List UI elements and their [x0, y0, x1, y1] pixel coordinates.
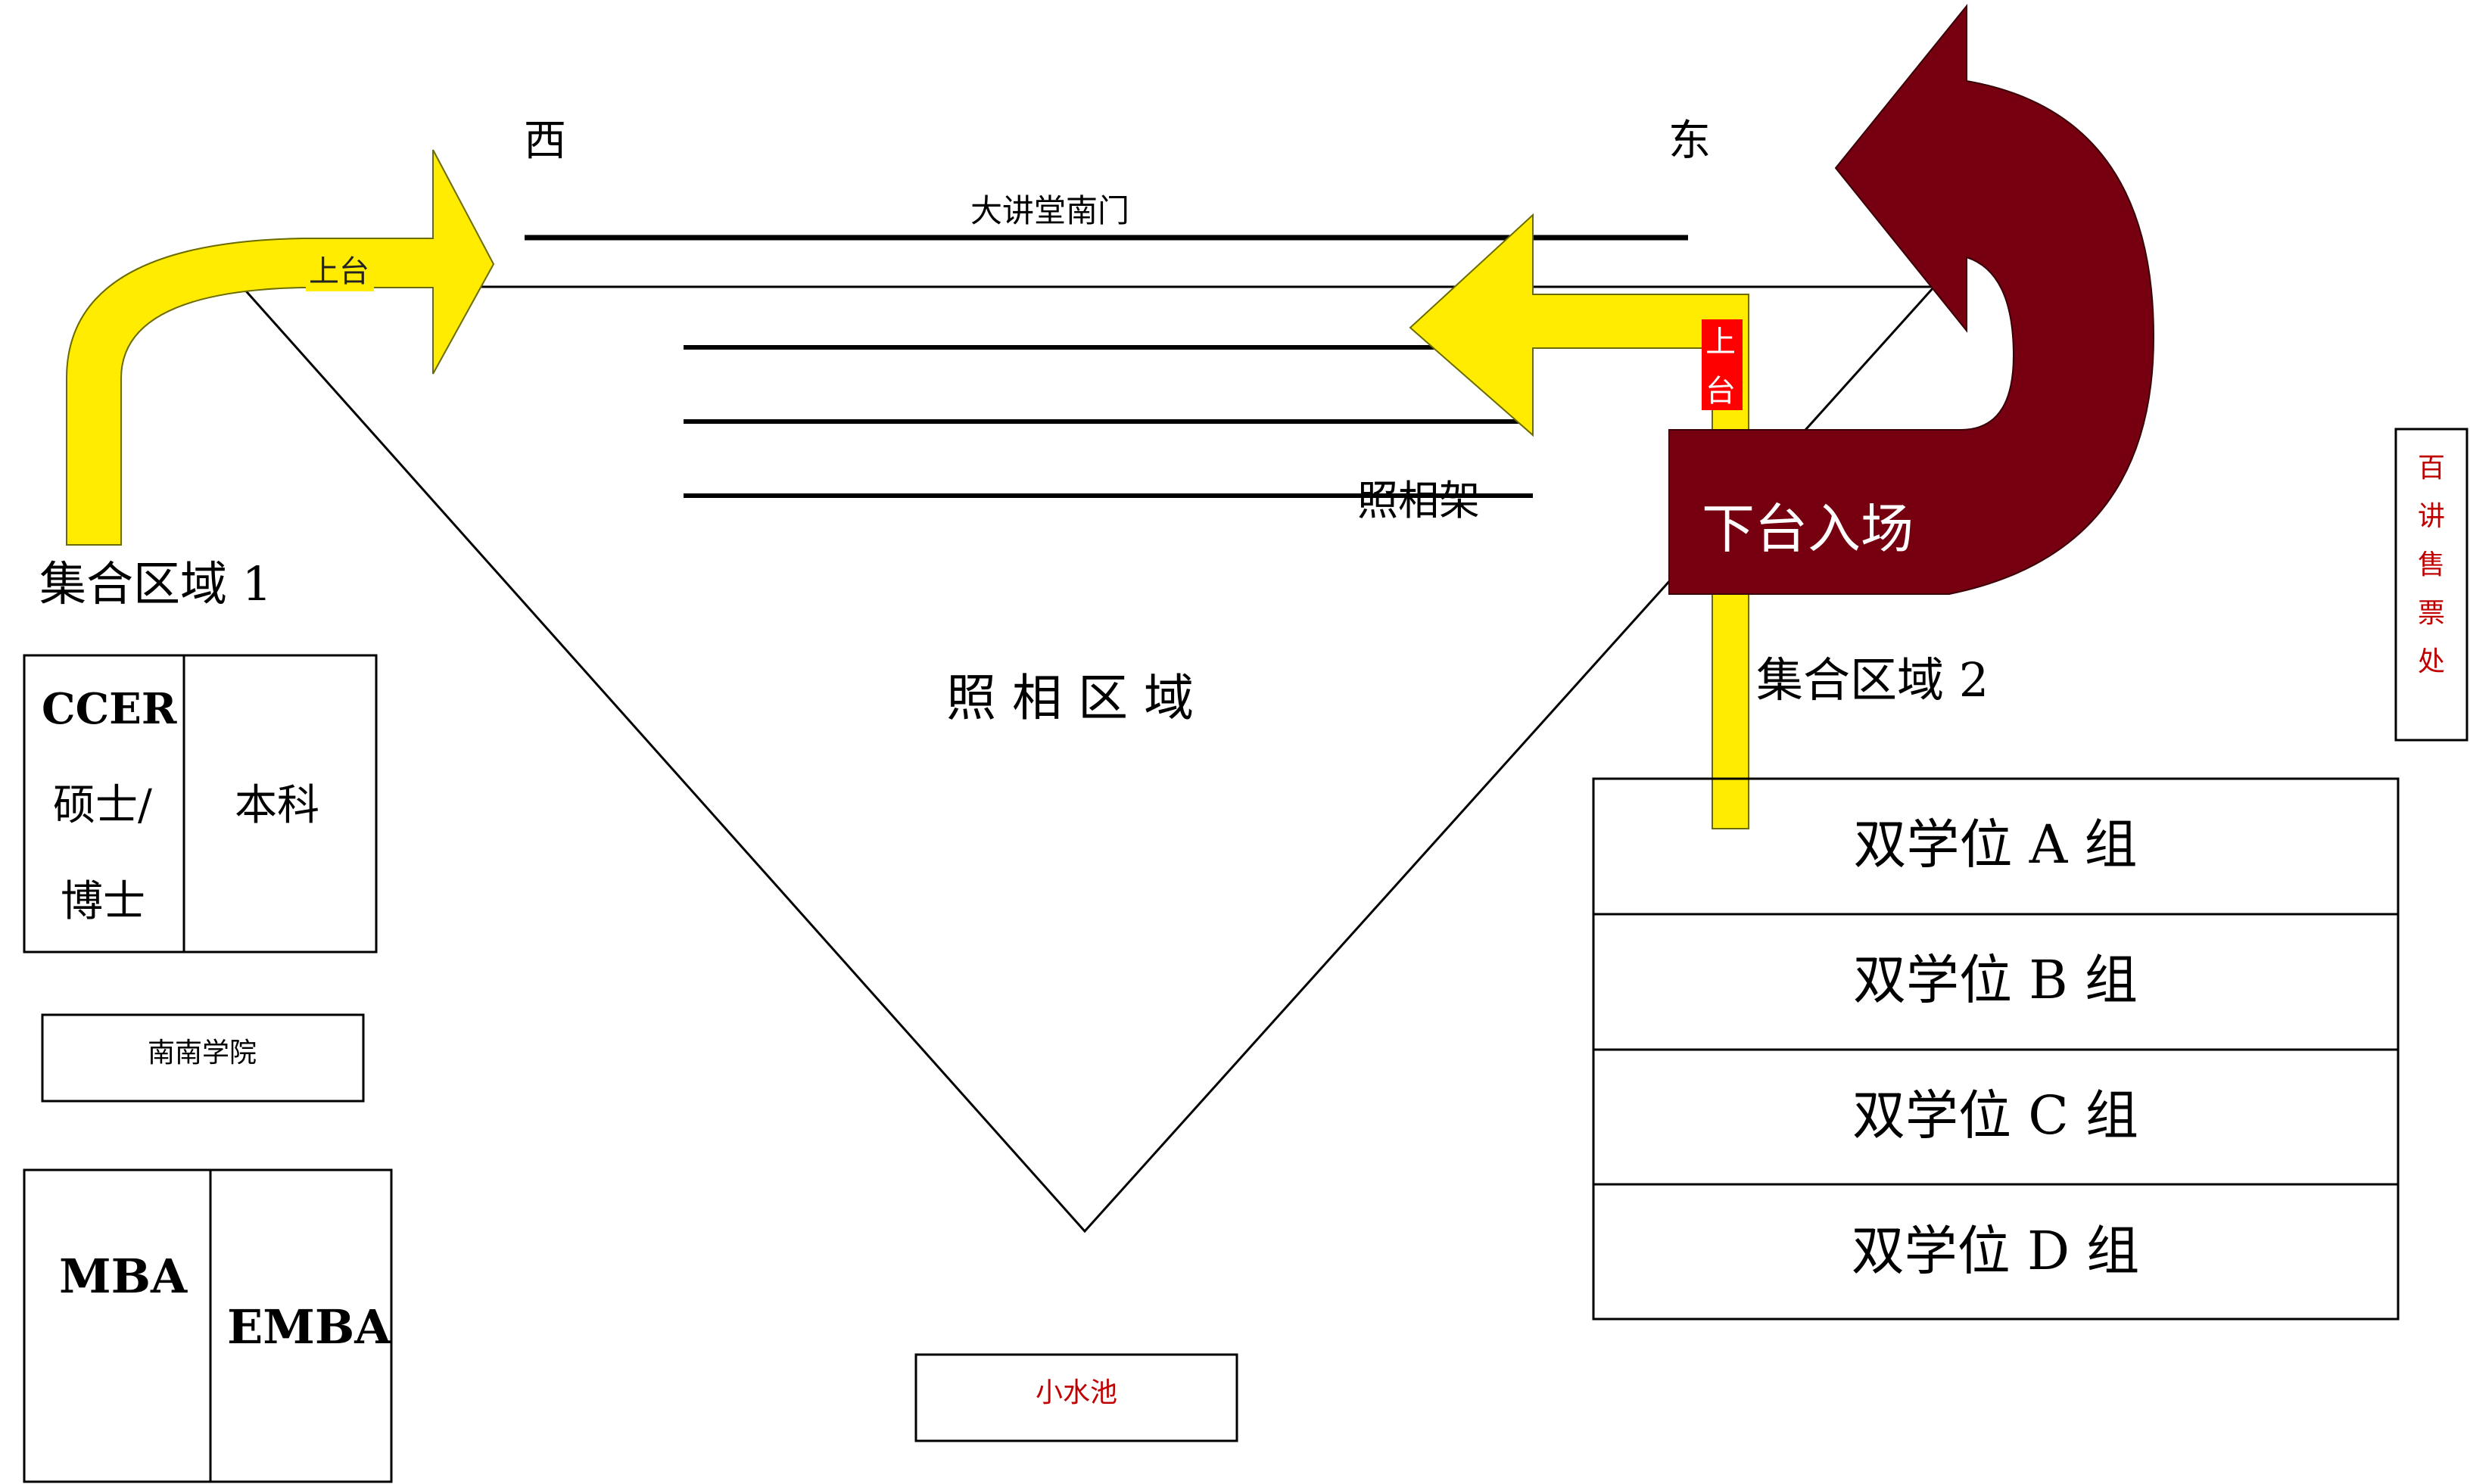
photo-area-label: 照 相 区 域 [946, 669, 1194, 727]
stage-up-tag-2-top: 上 [1705, 325, 1736, 359]
double-degree-d: 双学位 D 组 [1852, 1220, 2140, 1282]
exit-label: 下台入场 [1702, 498, 1914, 560]
ticket-office-char-2: 讲 [2418, 501, 2445, 532]
exit-uturn-arrow [1668, 4, 2155, 595]
ccer-sub-1: 硕士/ [53, 781, 152, 830]
gate-label: 大讲堂南门 [970, 192, 1129, 229]
ccer-label: CCER [42, 684, 177, 734]
mba-box [23, 1168, 393, 1483]
nannan-label: 南南学院 [148, 1038, 257, 1069]
double-degree-a: 双学位 A 组 [1853, 814, 2137, 876]
double-degree-c: 双学位 C 组 [1852, 1084, 2138, 1146]
east-label: 东 [1668, 117, 1711, 166]
stage-up-tag-2-bg [1702, 319, 1743, 410]
pond-label: 小水池 [1036, 1377, 1117, 1408]
ticket-office-char-3: 售 [2418, 549, 2445, 580]
photo-area-triangle [239, 285, 1937, 1234]
gather-area-2-label: 集合区域 2 [1756, 652, 1989, 708]
emba-label: EMBA [227, 1299, 391, 1355]
ccer-box [23, 654, 378, 954]
frame-label: 照相架 [1357, 477, 1480, 524]
left-up-arrow [66, 149, 495, 546]
stage-up-tag-1-bg [306, 252, 374, 291]
ticket-office-char-1: 百 [2418, 453, 2445, 484]
ticket-office-char-5: 处 [2418, 646, 2445, 677]
undergrad-label: 本科 [235, 781, 319, 830]
gather-area-1-label: 集合区域 1 [39, 556, 272, 611]
ticket-office-char-4: 票 [2418, 598, 2445, 629]
west-label: 西 [524, 117, 566, 166]
ticket-office-box [2394, 428, 2468, 742]
pond-box [914, 1353, 1238, 1442]
ccer-sub-2: 博士 [61, 877, 145, 926]
stage-up-tag-1: 上台 [309, 254, 369, 289]
nannan-box [41, 1013, 365, 1103]
stage-up-tag-2-bottom: 台 [1705, 374, 1736, 409]
mba-label: MBA [59, 1249, 188, 1304]
double-degree-b: 双学位 B 组 [1853, 949, 2138, 1011]
